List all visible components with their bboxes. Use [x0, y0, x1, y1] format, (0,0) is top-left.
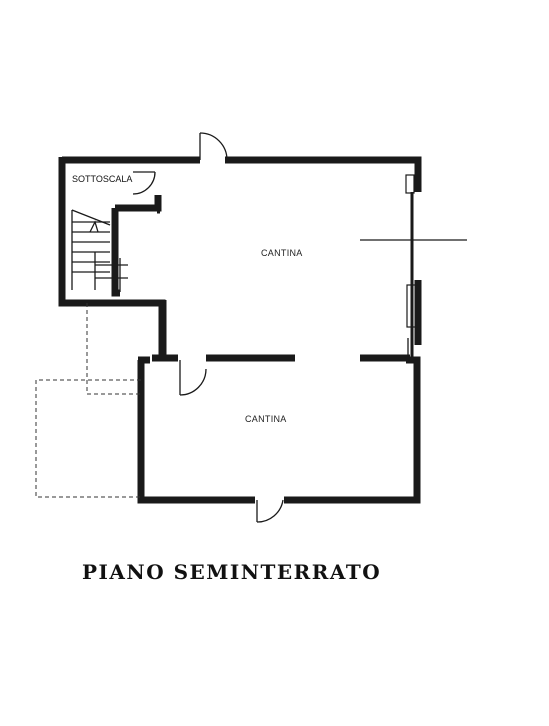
label-cantina-lower: CANTINA	[245, 414, 287, 424]
label-sottoscala: SOTTOSCALA	[72, 174, 132, 184]
internal-walls	[111, 195, 410, 362]
external-dashed-outline	[35, 303, 141, 498]
windows	[405, 174, 418, 360]
staircase	[71, 209, 128, 292]
label-cantina-upper: CANTINA	[261, 248, 303, 258]
outer-walls	[58, 156, 422, 504]
floor-title: PIANO SEMINTERRATO	[82, 560, 382, 584]
doors	[132, 132, 284, 523]
